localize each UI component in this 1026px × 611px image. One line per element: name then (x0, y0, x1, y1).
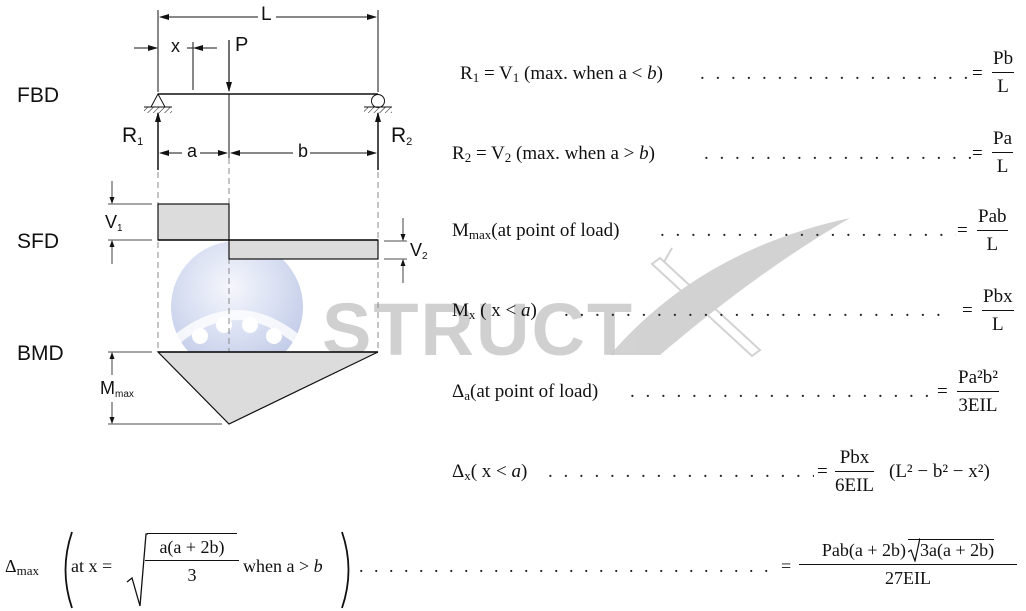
leader-dots: . . . . . . . . . . . . . . . . . . . . … (564, 300, 948, 321)
equation-r2: R2 = V2 (max. when a > b) . . . . . . . … (452, 128, 1013, 177)
leader-dots: . . . . . . . . . . . . . . . . . . . . … (359, 556, 779, 576)
leader-dots: . . . . . . . . . . . . . . . . . . . . … (700, 63, 975, 84)
mmax-label: Mmax (100, 378, 134, 400)
a-label: a (187, 141, 198, 161)
pin-support-icon (144, 92, 172, 113)
rhs-fraction: Pab(a + 2b)3a(a + 2b) 27EIL (799, 538, 1017, 591)
bending-moment-region (156, 351, 379, 425)
span-label-L: L (261, 4, 272, 25)
equation-mx: Mx ( x < a) . . . . . . . . . . . . . . … (452, 286, 1014, 335)
fbd-label: FBD (17, 84, 59, 107)
b-label: b (298, 141, 309, 161)
watermark-globe-icon (171, 241, 303, 373)
load-label-P: P (235, 34, 249, 56)
reaction-r2-label: R2 (391, 124, 413, 148)
equation-delta-x: Δx( x < a) . . . . . . . . . . . . . . .… (452, 447, 990, 496)
shear-negative-region (228, 239, 379, 260)
sfd-label: SFD (17, 230, 59, 253)
equation-r1: R1 = V1 (max. when a < b) . . . . . . . … (460, 48, 1015, 97)
leader-dots: . . . . . . . . . . . . . . . . . . . . … (704, 143, 974, 164)
reaction-r1-label: R1 (122, 124, 144, 148)
watermark-x-pencil-icon (610, 218, 850, 358)
sqrt-icon (908, 538, 920, 562)
rhs-fraction: Pab L (977, 206, 1008, 255)
v2-label: V2 (410, 240, 428, 262)
rhs-fraction: Pa L (992, 128, 1013, 177)
leader-dots: . . . . . . . . . . . . . . . . . . . . … (660, 220, 956, 241)
equation-delta-a: Δa(at point of load) . . . . . . . . . .… (452, 367, 999, 416)
x-label: x (171, 36, 180, 56)
equation-mmax: Mmax(at point of load) . . . . . . . . .… (452, 206, 1008, 255)
v1-label: V1 (105, 212, 123, 234)
rhs-fraction: Pa²b² 3EIL (957, 367, 999, 416)
sqrt-fraction: a(a + 2b) 3 (145, 536, 239, 587)
rhs-fraction: Pbx 6EIL (835, 447, 875, 496)
rhs-fraction: Pbx L (982, 286, 1014, 335)
rhs-fraction: Pb L (992, 48, 1015, 97)
equation-delta-max: Δmax at x = a(a + 2b) 3 when a > b . . .… (5, 530, 1021, 610)
shear-positive-region (157, 203, 230, 241)
right-paren (341, 531, 350, 609)
leader-dots: . . . . . . . . . . . . . . . . . . . . … (548, 461, 814, 482)
watermark-text: STRUCT (322, 288, 634, 371)
bmd-label: BMD (17, 342, 64, 365)
leader-dots: . . . . . . . . . . . . . . . . . . . . … (630, 381, 936, 402)
roller-support-icon (364, 94, 392, 113)
left-paren (64, 531, 73, 609)
sqrt-icon (126, 533, 148, 607)
